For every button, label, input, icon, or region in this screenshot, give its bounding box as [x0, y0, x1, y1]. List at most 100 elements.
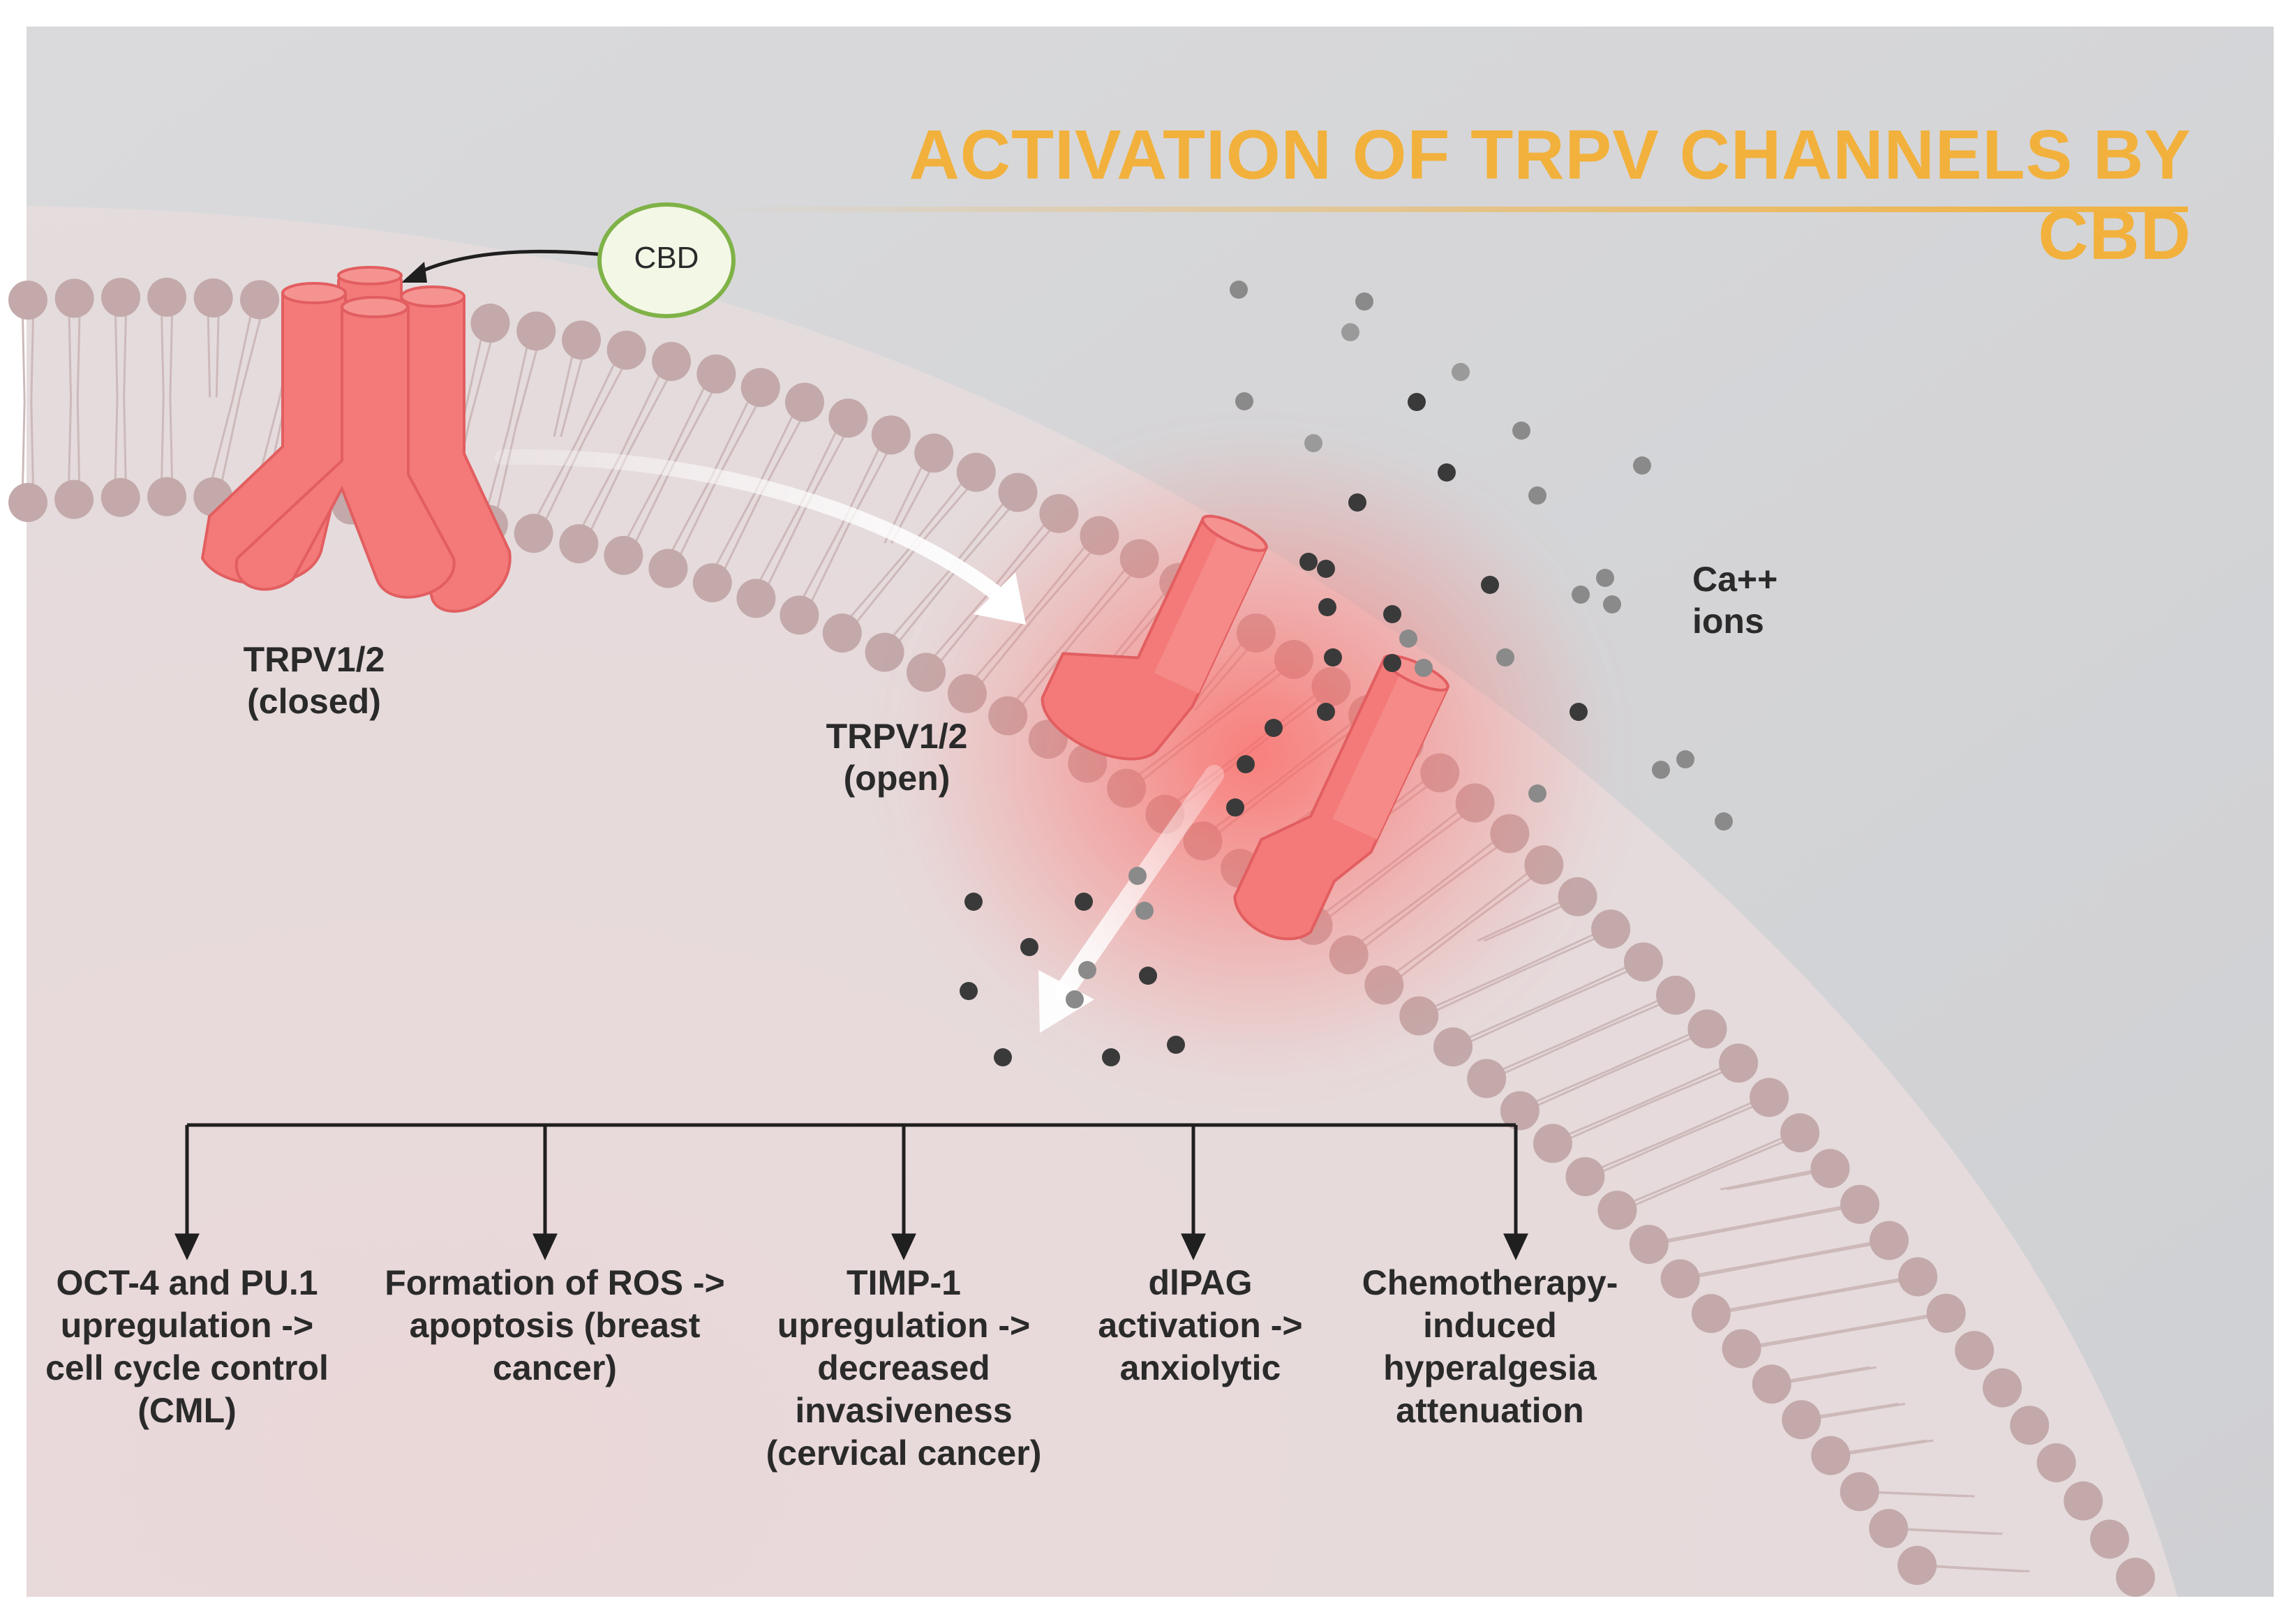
outcome-timp1-line4: invasiveness — [795, 1391, 1013, 1430]
title-underline — [712, 207, 2188, 212]
lipid-tail — [620, 361, 667, 454]
calcium-ion — [1399, 630, 1417, 648]
calcium-ion — [1020, 938, 1038, 956]
outcome-timp1-line3: decreased — [817, 1348, 990, 1387]
lipid-head — [692, 563, 732, 603]
ions-label-line2: ions — [1692, 602, 1764, 641]
lipid-tail — [1747, 1329, 1848, 1350]
lipid-tail — [1558, 1102, 1650, 1145]
calcium-ion — [1226, 798, 1244, 817]
outcome-hyperalgesia-line2: induced — [1423, 1306, 1557, 1345]
lipid-head — [696, 354, 736, 394]
lipid-tail — [1685, 1258, 1789, 1280]
tree-arrowhead-2 — [532, 1233, 558, 1260]
closed-channel-label-line2: (closed) — [247, 682, 381, 721]
calcium-ion — [1304, 434, 1322, 452]
calcium-ion — [1408, 393, 1426, 411]
lipid-head — [1840, 1184, 1880, 1224]
lipid-head — [2116, 1558, 2155, 1597]
lipid-tail — [673, 477, 719, 569]
cbd-label-text: CBD — [634, 241, 699, 275]
lipid-head — [1656, 976, 1696, 1015]
lipid-tail — [1458, 1003, 1552, 1048]
tree-arrowhead-4 — [1181, 1233, 1206, 1260]
lipid-head — [1869, 1509, 1909, 1549]
lipid-tail — [1590, 1135, 1681, 1178]
calcium-ion — [1317, 703, 1335, 721]
outcome-dlpag-line2: activation -> — [1098, 1306, 1303, 1345]
lipid-tail — [1654, 1223, 1759, 1246]
lipid-tail — [1810, 1276, 1913, 1297]
outcome-timp1-line5: (cervical cancer) — [766, 1433, 1042, 1473]
lipid-tail — [710, 387, 756, 479]
calcium-ion — [1633, 456, 1651, 475]
lipid-head — [2010, 1406, 2050, 1445]
lipid-head — [559, 524, 599, 564]
cbd-label: CBD — [632, 241, 701, 276]
calcium-ion — [1237, 755, 1255, 773]
open-channel-label-line1: TRPV1/2 — [826, 717, 968, 756]
calcium-ion — [1652, 761, 1670, 779]
calcium-ion — [1572, 586, 1590, 604]
lipid-head — [193, 278, 233, 318]
lipid-head — [2036, 1443, 2076, 1482]
lipid-tail — [1781, 1239, 1884, 1261]
lipid-tail — [761, 507, 807, 599]
trpv-channel-closed — [200, 266, 512, 613]
lipid-head — [1955, 1331, 1995, 1371]
lipid-head — [1597, 1191, 1637, 1230]
outcome-dlpag-line1: dlPAG — [1148, 1263, 1253, 1302]
lipid-tail — [1525, 1068, 1618, 1112]
lipid-head — [1926, 1293, 1966, 1333]
lipid-head — [562, 320, 602, 360]
outcome-ros-line2: apoptosis (breast — [409, 1306, 701, 1345]
lipid-head — [604, 535, 643, 575]
calcium-ion — [1317, 560, 1335, 578]
open-channel-label: TRPV1/2 (open) — [792, 715, 1001, 799]
lipid-tail — [665, 373, 712, 465]
lipid-head — [516, 311, 556, 351]
lipid-head — [1810, 1149, 1850, 1189]
outcome-ros-line1: Formation of ROS -> — [385, 1263, 725, 1302]
lipid-head — [914, 433, 954, 473]
closed-channel-label-line1: TRPV1/2 — [243, 640, 385, 679]
lipid-tail — [1840, 1312, 1941, 1332]
lipid-head — [100, 278, 140, 318]
lipid-head — [606, 330, 646, 370]
lipid-head — [514, 514, 553, 553]
lipid-head — [1719, 1043, 1759, 1083]
lipid-head — [740, 368, 780, 408]
ions-label: Ca++ ions — [1692, 558, 1804, 642]
lipid-head — [780, 595, 819, 635]
outcome-hyperalgesia-line4: attenuation — [1396, 1391, 1584, 1430]
lipid-tail — [1622, 1170, 1713, 1212]
calcium-ion — [1102, 1048, 1120, 1066]
lipid-head — [828, 398, 868, 438]
calcium-ion — [1128, 867, 1147, 885]
cbd-binding-arrow — [410, 249, 604, 278]
lipid-head — [2064, 1481, 2103, 1521]
lipid-head — [8, 281, 47, 320]
lipid-head — [784, 382, 824, 422]
lipid-tail — [1704, 1131, 1795, 1173]
calcium-ion — [1355, 292, 1373, 311]
lipid-head — [1687, 1009, 1727, 1049]
calcium-ion — [1528, 486, 1546, 505]
lipid-tail — [1807, 1402, 1906, 1421]
outcome-cml-line2: upregulation -> — [60, 1306, 314, 1345]
calcium-ion — [1075, 893, 1093, 911]
calcium-ions — [960, 281, 1733, 1066]
calcium-ion — [1452, 363, 1470, 381]
calcium-ion — [1496, 648, 1514, 666]
calcium-ion — [1383, 605, 1401, 623]
outcome-dlpag-line3: anxiolytic — [1119, 1348, 1281, 1387]
lipid-head — [470, 303, 510, 343]
calcium-ion — [1230, 281, 1248, 299]
lipid-head — [54, 479, 94, 519]
lipid-head — [1591, 909, 1631, 949]
lipid-head — [1533, 1124, 1572, 1163]
calcium-ion — [964, 893, 983, 911]
outcome-ros-line3: cancer) — [493, 1348, 617, 1387]
lipid-head — [1629, 1224, 1669, 1264]
